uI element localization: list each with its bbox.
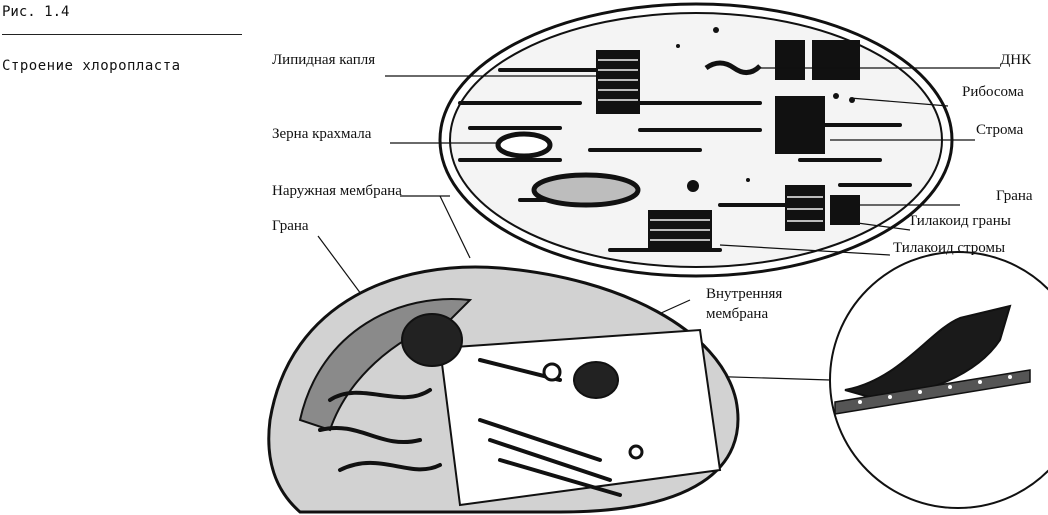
granum-3d — [573, 361, 619, 399]
label-inner-membrane-line2: мембрана — [706, 306, 769, 322]
magnified-inset — [829, 251, 1048, 509]
ribosome — [833, 93, 839, 99]
granum-stack — [785, 185, 825, 231]
label-inner-membrane-line1: Внутренняя — [706, 286, 783, 302]
caption-divider — [2, 34, 242, 35]
label-stroma-thylakoid: Тилакоид стромы — [893, 240, 1006, 256]
ribosome — [676, 44, 680, 48]
figure-number: Рис. 1.4 — [2, 4, 70, 20]
ribosome — [746, 178, 750, 182]
starch-grain — [495, 131, 553, 159]
label-granum-right: Грана — [996, 188, 1033, 204]
label-granum-thylakoid: Тилакоид граны — [908, 213, 1011, 229]
granum-3d — [401, 313, 463, 367]
inner-envelope — [298, 298, 473, 432]
granum-striations — [598, 59, 823, 241]
dna-strand — [704, 60, 762, 75]
figure-title: Строение хлоропласта — [2, 58, 181, 74]
label-lipid-droplet: Липидная капля — [272, 52, 376, 68]
starch-grain — [531, 172, 641, 208]
label-outer-membrane: Наружная мембрана — [272, 183, 402, 199]
starch-grain-3d — [542, 362, 562, 382]
ribosome — [713, 27, 719, 33]
stroma-thylakoids — [458, 68, 912, 252]
chloroplast-cutaway — [267, 265, 740, 514]
membrane-particles — [858, 375, 1012, 404]
granum-stack — [775, 40, 805, 80]
label-dna: ДНК — [1000, 52, 1032, 68]
label-granum-left: Грана — [272, 218, 309, 234]
starch-grain-3d — [628, 444, 644, 460]
label-stroma: Строма — [976, 122, 1024, 138]
label-ribosome: Рибосома — [962, 84, 1024, 100]
chloroplast-cross-section — [438, 2, 954, 278]
label-starch-grains: Зерна крахмала — [272, 126, 372, 142]
lipid-droplet — [687, 180, 699, 192]
granum-stack — [812, 40, 860, 80]
granum-stack — [830, 195, 860, 225]
granum-stack — [775, 96, 825, 154]
